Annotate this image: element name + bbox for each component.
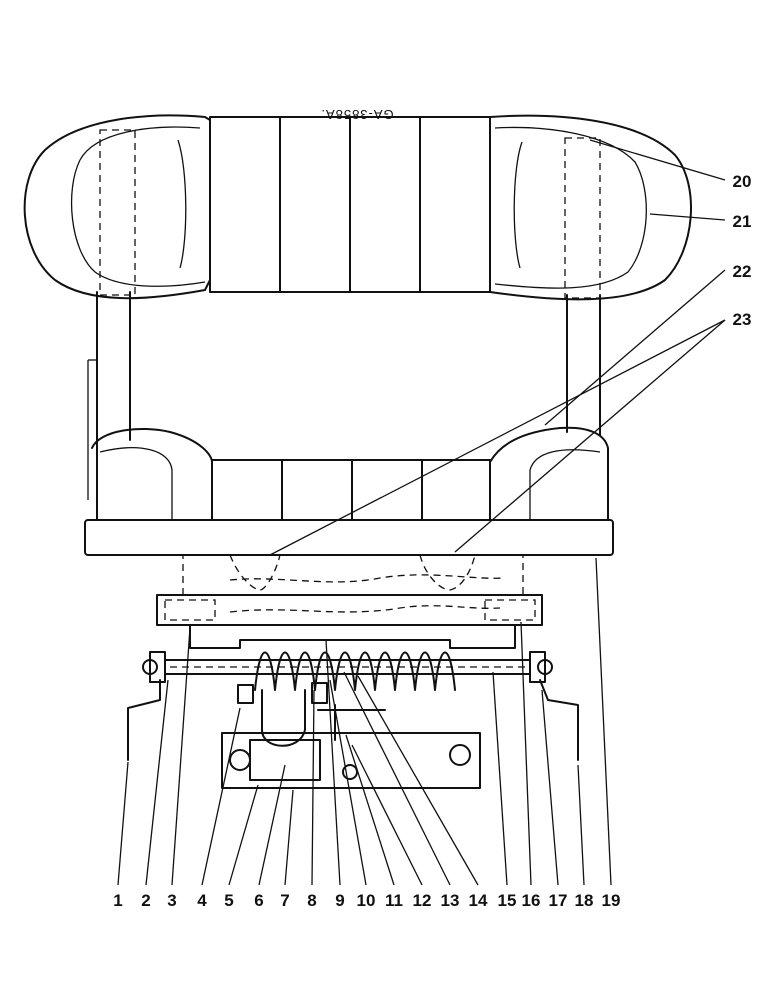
callout-2: 2	[141, 891, 150, 910]
callout-6: 6	[254, 891, 263, 910]
callout-7: 7	[280, 891, 289, 910]
callout-leaders	[117, 139, 726, 886]
callout-8: 8	[307, 891, 316, 910]
callout-20: 20	[733, 172, 752, 191]
callout-3: 3	[167, 891, 176, 910]
callout-15: 15	[498, 891, 517, 910]
callout-11: 11	[385, 891, 403, 910]
callout-21: 21	[733, 212, 752, 231]
callout-22: 22	[733, 262, 752, 281]
drawing-id-label: GA-3858A.	[320, 107, 393, 122]
callout-18: 18	[575, 891, 594, 910]
callout-9: 9	[335, 891, 344, 910]
callout-17: 17	[549, 891, 568, 910]
callout-5: 5	[224, 891, 233, 910]
suspension-assembly	[127, 554, 579, 789]
seat-frame	[87, 291, 601, 521]
callout-12: 12	[413, 891, 432, 910]
callout-numbers: 1 2 3 4 5 6 7 8 9 10 11 12 13 14 15 16 1…	[113, 172, 751, 910]
callout-10: 10	[357, 891, 376, 910]
callout-1: 1	[113, 891, 122, 910]
seat-backrest	[23, 114, 692, 301]
callout-4: 4	[197, 891, 207, 910]
callout-23: 23	[733, 310, 752, 329]
seat-cushion	[84, 426, 614, 556]
callout-16: 16	[522, 891, 541, 910]
callout-19: 19	[602, 891, 621, 910]
callout-14: 14	[469, 891, 488, 910]
callout-13: 13	[441, 891, 460, 910]
